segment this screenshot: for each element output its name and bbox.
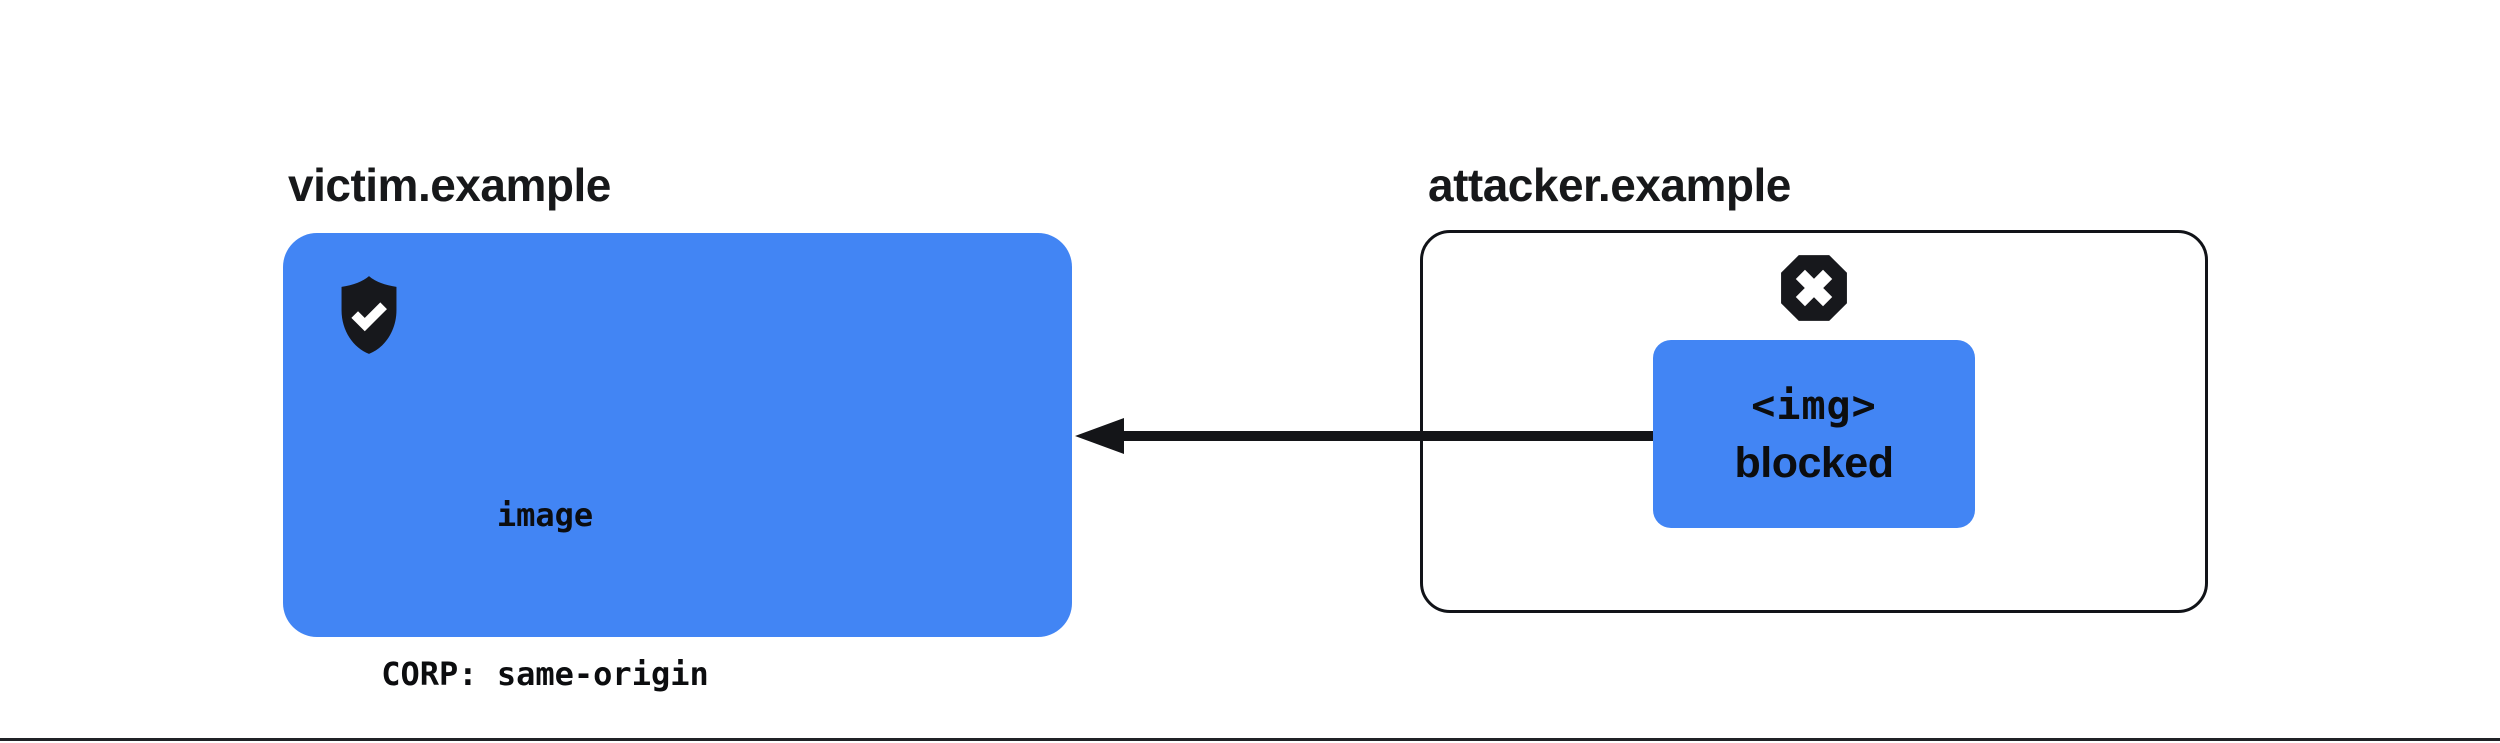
img-tag-text: <img> bbox=[1751, 383, 1877, 429]
bottom-divider bbox=[0, 738, 2500, 741]
victim-resource-box: image CORP: same-origin bbox=[283, 233, 1072, 693]
attacker-origin-label: attacker.example bbox=[1428, 159, 1791, 211]
shield-check-icon bbox=[341, 276, 397, 354]
x-octagon-icon bbox=[1781, 255, 1847, 321]
victim-origin-label: victim.example bbox=[288, 159, 611, 211]
blocked-request-box: <img> blocked bbox=[1653, 340, 1975, 528]
victim-resource-text: image CORP: same-origin bbox=[283, 383, 807, 743]
resource-type-text: image bbox=[496, 496, 594, 534]
request-arrow bbox=[1075, 418, 1653, 454]
blocked-text: blocked bbox=[1734, 439, 1895, 487]
corp-header-text: CORP: same-origin bbox=[381, 655, 709, 693]
attacker-page-box: <img> blocked bbox=[1420, 230, 2208, 613]
